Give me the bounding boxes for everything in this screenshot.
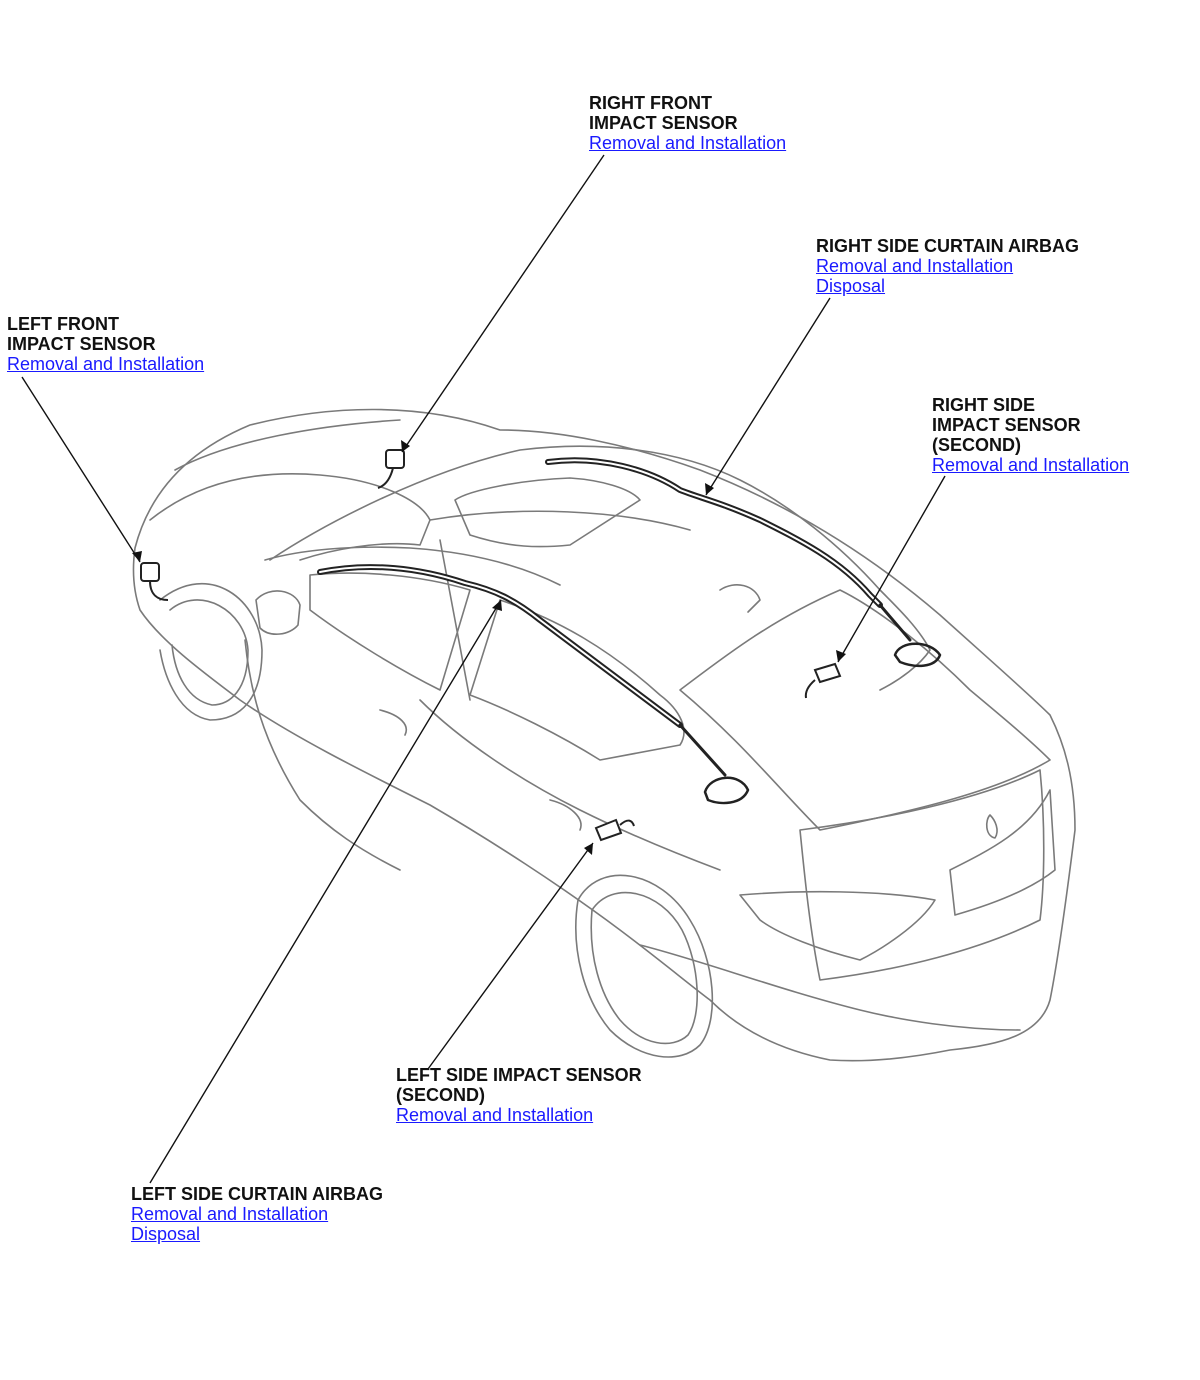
disposal-link[interactable]: Disposal — [131, 1224, 201, 1244]
removal-installation-link[interactable]: Removal and Installation — [816, 256, 1014, 276]
callout-title: (SECOND) — [932, 435, 1021, 455]
callout-left-side-impact-sensor-second: LEFT SIDE IMPACT SENSOR (SECOND) Removal… — [396, 1065, 642, 1125]
callout-title: IMPACT SENSOR — [7, 334, 156, 354]
callout-left-side-curtain-airbag: LEFT SIDE CURTAIN AIRBAG Removal and Ins… — [131, 1184, 383, 1244]
left-front-impact-sensor-shape — [140, 562, 169, 601]
right-front-impact-sensor-shape — [377, 449, 405, 489]
removal-installation-link[interactable]: Removal and Installation — [7, 354, 205, 374]
callout-right-side-curtain-airbag: RIGHT SIDE CURTAIN AIRBAG Removal and In… — [816, 236, 1079, 296]
leader-lines — [21, 154, 946, 1184]
removal-installation-link[interactable]: Removal and Installation — [131, 1204, 329, 1224]
removal-installation-link[interactable]: Removal and Installation — [932, 455, 1130, 475]
callout-left-front-impact-sensor: LEFT FRONT IMPACT SENSOR Removal and Ins… — [7, 314, 204, 374]
right-side-curtain-airbag-shape — [545, 457, 942, 668]
left-side-curtain-airbag-shape — [317, 564, 750, 805]
left-side-impact-sensor-second-shape — [594, 818, 635, 842]
leader-arrowheads — [132, 440, 846, 855]
callout-right-side-impact-sensor-second: RIGHT SIDE IMPACT SENSOR (SECOND) Remova… — [932, 395, 1129, 475]
leader-left-front-sensor — [21, 376, 141, 563]
leader-left-side-sensor-second — [427, 842, 594, 1070]
leader-left-curtain-airbag — [149, 599, 502, 1184]
callout-title: LEFT SIDE IMPACT SENSOR — [396, 1065, 642, 1085]
callout-title: LEFT SIDE CURTAIN AIRBAG — [131, 1184, 383, 1204]
callout-title: IMPACT SENSOR — [932, 415, 1081, 435]
callout-right-front-impact-sensor: RIGHT FRONT IMPACT SENSOR Removal and In… — [589, 93, 786, 153]
removal-installation-link[interactable]: Removal and Installation — [589, 133, 787, 153]
callout-title: IMPACT SENSOR — [589, 113, 738, 133]
callout-title: RIGHT FRONT — [589, 93, 712, 113]
callout-title: RIGHT SIDE — [932, 395, 1036, 415]
callout-title: LEFT FRONT — [7, 314, 119, 334]
removal-installation-link[interactable]: Removal and Installation — [396, 1105, 594, 1125]
right-side-impact-sensor-second-shape — [804, 662, 842, 699]
car-body-outline — [132, 408, 1076, 1062]
leader-right-side-sensor-second — [837, 475, 946, 663]
callout-title: (SECOND) — [396, 1085, 485, 1105]
disposal-link[interactable]: Disposal — [816, 276, 886, 296]
leader-right-front-sensor — [401, 154, 605, 453]
leader-right-curtain-airbag — [705, 297, 831, 496]
callout-title: RIGHT SIDE CURTAIN AIRBAG — [816, 236, 1079, 256]
